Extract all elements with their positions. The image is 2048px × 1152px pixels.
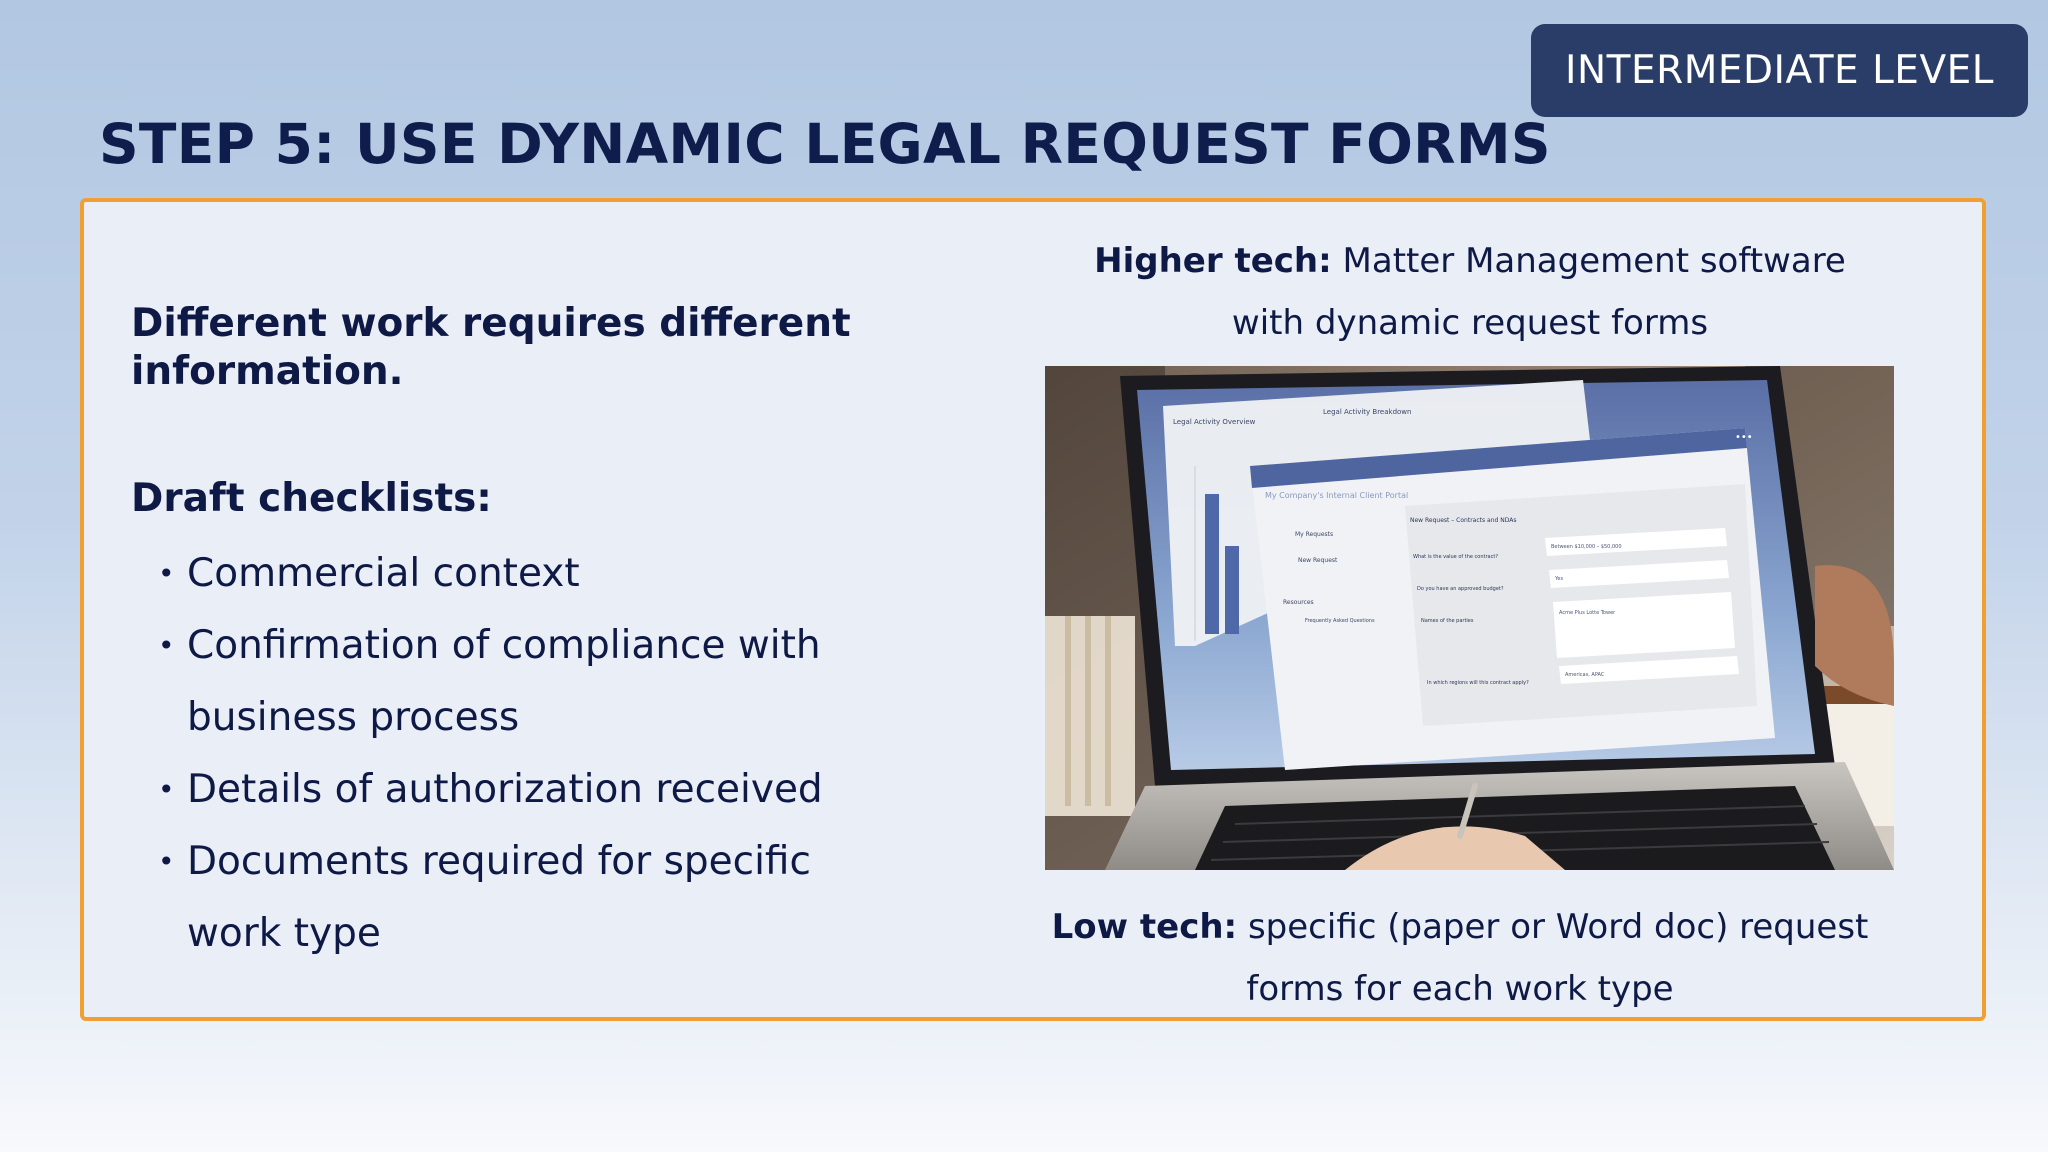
bullet-icon: • (158, 845, 175, 878)
checklist-item-label: Documents required for specific work typ… (187, 839, 811, 956)
keyboard (1195, 786, 1835, 870)
form-answer: Acme Plus Lotte Tower (1559, 610, 1616, 616)
checklist-item: • Details of authorization received (156, 754, 916, 826)
dashboard-title: Legal Activity Overview (1173, 418, 1256, 426)
form-answer-field (1553, 592, 1735, 658)
bullet-icon: • (158, 773, 175, 806)
checklist-heading: Draft checklists: (131, 476, 492, 521)
higher-tech-text: Matter Management software with dynamic … (1231, 241, 1846, 343)
low-tech-label: Low tech: (1051, 907, 1238, 947)
form-question: Do you have an approved budget? (1417, 586, 1504, 592)
form-title: New Request – Contracts and NDAs (1410, 517, 1516, 524)
form-question: Names of the parties (1421, 618, 1474, 624)
higher-tech-label: Higher tech: (1094, 241, 1332, 281)
higher-tech-caption: Higher tech: Matter Management software … (1060, 230, 1880, 354)
form-answer-field (1559, 656, 1739, 684)
nav-item-my-requests: My Requests (1295, 531, 1333, 538)
form-answer-field (1545, 528, 1727, 556)
right-hand (1815, 565, 1894, 706)
resources-label: Resources (1283, 599, 1314, 606)
dashboard-title-2: Legal Activity Breakdown (1323, 408, 1411, 416)
nav-item-faq: Frequently Asked Questions (1305, 618, 1375, 624)
checklist-item-label: Details of authorization received (187, 767, 823, 812)
form-question: What is the value of the contract? (1413, 554, 1498, 560)
laptop-photo: Legal Activity Overview Legal Activity B… (1045, 366, 1894, 870)
level-badge: INTERMEDIATE LEVEL (1531, 24, 2028, 117)
pen (1457, 783, 1478, 839)
laptop-illustration: Legal Activity Overview Legal Activity B… (1045, 366, 1894, 870)
form-question: In which regions will this contract appl… (1427, 680, 1529, 686)
checklist-item: • Confirmation of compliance with busine… (156, 610, 916, 754)
checklist: • Commercial context • Confirmation of c… (156, 538, 916, 970)
checklist-item-label: Confirmation of compliance with business… (187, 623, 821, 740)
form-answer: Yes (1554, 576, 1563, 582)
hand (1345, 826, 1565, 870)
bullet-icon: • (158, 557, 175, 590)
intro-text: Different work requires different inform… (131, 301, 851, 394)
checklist-item: • Documents required for specific work t… (156, 826, 916, 970)
checklist-item: • Commercial context (156, 538, 916, 610)
nav-item-new-request: New Request (1298, 557, 1338, 564)
checklist-item-label: Commercial context (187, 551, 580, 596)
form-answer: Between $10,000 – $50,000 (1551, 544, 1622, 550)
page-title: STEP 5: USE DYNAMIC LEGAL REQUEST FORMS (99, 112, 1551, 176)
bullet-icon: • (158, 629, 175, 662)
form-answer: Americas, APAC (1565, 672, 1605, 678)
more-options-icon: ••• (1735, 432, 1753, 443)
portal-title: My Company's Internal Client Portal (1265, 491, 1408, 500)
form-answer-field (1549, 560, 1729, 588)
level-badge-label: INTERMEDIATE LEVEL (1565, 48, 1994, 93)
low-tech-text: specific (paper or Word doc) request for… (1237, 907, 1869, 1009)
low-tech-caption: Low tech: specific (paper or Word doc) r… (1050, 896, 1870, 1020)
